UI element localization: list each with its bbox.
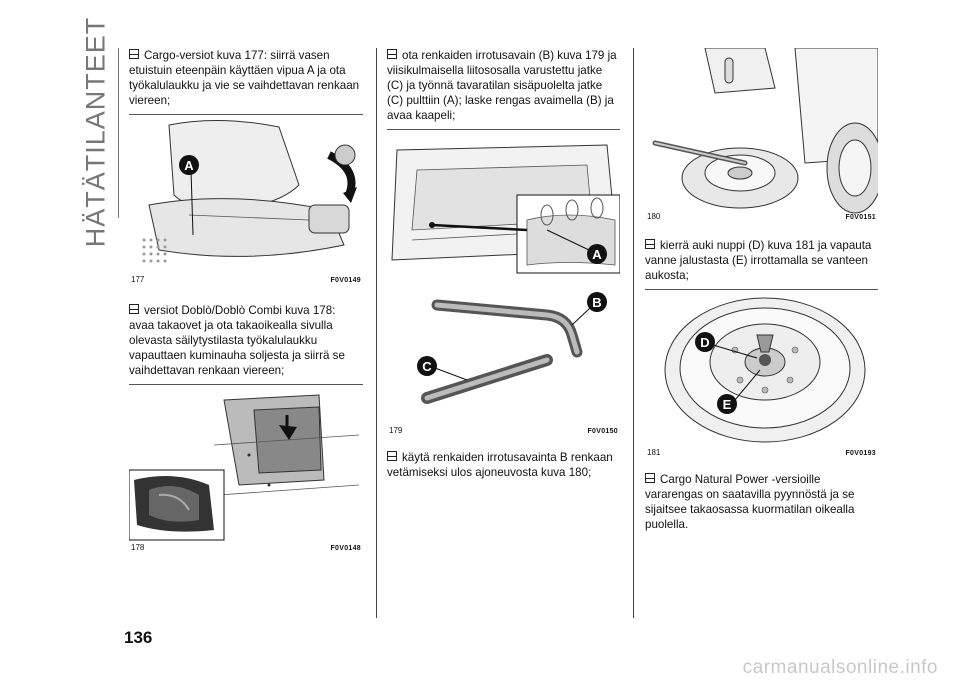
paragraph: käytä renkaiden irrotusavainta B renkaan… xyxy=(387,450,620,480)
callout-b-label: B xyxy=(592,295,601,310)
figure-code: F0V0148 xyxy=(330,545,361,552)
figure-number: 177 xyxy=(131,275,145,284)
column-divider xyxy=(376,48,377,618)
callout-a xyxy=(179,155,199,175)
column-3: 180 F0V0151 kierrä auki nuppi (D) kuva 1… xyxy=(645,48,878,532)
paragraph-text: käytä renkaiden irrotusavainta B renkaan… xyxy=(387,451,613,479)
paragraph: Cargo Natural Power -versioille varareng… xyxy=(645,472,878,532)
bullet-icon xyxy=(129,49,139,59)
paragraph: kierrä auki nuppi (D) kuva 181 ja vapaut… xyxy=(645,238,878,283)
figure-180: 180 F0V0151 xyxy=(645,48,878,224)
bullet-icon xyxy=(387,49,397,59)
bullet-icon xyxy=(387,451,397,461)
storage-compartment-illustration xyxy=(129,385,363,555)
figure-number: 180 xyxy=(647,212,661,221)
paragraph: Cargo-versiot kuva 177: siirrä vasen etu… xyxy=(129,48,363,108)
bullet-icon xyxy=(645,473,655,483)
paragraph-text: Cargo Natural Power -versioille varareng… xyxy=(645,473,855,531)
watermark: carmanualsonline.info xyxy=(742,657,938,678)
column-2: ota renkaiden irrotusavain (B) kuva 179 … xyxy=(387,48,620,480)
section-title: HÄTÄTILANTEET xyxy=(76,17,116,248)
figure-code: F0V0193 xyxy=(845,450,876,457)
section-title-text: HÄTÄTILANTEET xyxy=(80,16,111,248)
figure-code: F0V0149 xyxy=(330,277,361,284)
callout-a-label: A xyxy=(184,158,194,173)
trunk-and-wrench-illustration: A B C xyxy=(387,130,620,438)
callout-e-label: E xyxy=(723,397,732,412)
figure-181: D E 181 F0V0193 xyxy=(645,289,878,460)
callout-d-label: D xyxy=(700,335,709,350)
figure-number: 178 xyxy=(131,543,145,552)
figure-179: A B C 179 F0V0150 xyxy=(387,129,620,438)
paragraph-text: Cargo-versiot kuva 177: siirrä vasen etu… xyxy=(129,49,360,107)
figure-177: A 177 F0V0149 xyxy=(129,114,363,287)
paragraph: versiot Doblò/Doblò Combi kuva 178: avaa… xyxy=(129,303,363,378)
page-number: 136 xyxy=(124,628,153,647)
bullet-icon xyxy=(645,239,655,249)
paragraph-text: versiot Doblò/Doblò Combi kuva 178: avaa… xyxy=(129,304,345,377)
column-1: Cargo-versiot kuva 177: siirrä vasen etu… xyxy=(129,48,363,555)
callout-a xyxy=(587,244,607,264)
bullet-icon xyxy=(129,304,139,314)
section-title-rule xyxy=(118,48,119,218)
spare-wheel-removal-illustration xyxy=(645,48,878,224)
spare-wheel-knob-illustration: D E xyxy=(645,290,878,460)
column-divider xyxy=(633,48,634,618)
callout-b xyxy=(587,292,607,312)
figure-code: F0V0151 xyxy=(845,214,876,221)
paragraph-text: ota renkaiden irrotusavain (B) kuva 179 … xyxy=(387,49,617,122)
callout-a-label: A xyxy=(592,247,602,262)
figure-178: 178 F0V0148 xyxy=(129,384,363,555)
callout-c xyxy=(417,356,437,376)
paragraph-text: kierrä auki nuppi (D) kuva 181 ja vapaut… xyxy=(645,239,872,282)
callout-d xyxy=(695,332,715,352)
figure-number: 181 xyxy=(647,448,661,457)
paragraph: ota renkaiden irrotusavain (B) kuva 179 … xyxy=(387,48,620,123)
callout-c-label: C xyxy=(422,359,432,374)
callout-e xyxy=(717,394,737,414)
seat-illustration: A xyxy=(129,115,363,287)
figure-code: F0V0150 xyxy=(587,428,618,435)
figure-number: 179 xyxy=(389,426,403,435)
